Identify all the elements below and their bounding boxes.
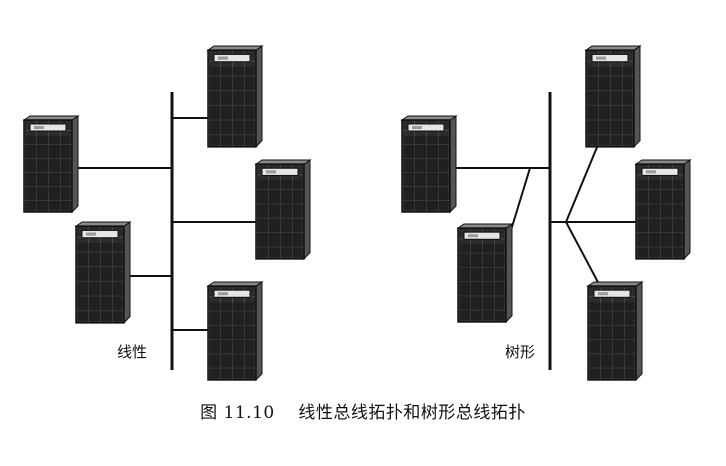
bus-link [565, 221, 601, 287]
diagram-label: 树形 [505, 343, 535, 361]
server-icon [23, 115, 79, 213]
server-icon [255, 159, 311, 260]
caption-text: 线性总线拓扑和树形总线拓扑 [298, 403, 526, 423]
tree-bus-diagram: 树形 [401, 45, 691, 381]
bus-link [565, 139, 601, 223]
caption-number: 图 11.10 [200, 403, 275, 423]
diagram-label: 线性 [117, 343, 147, 361]
caption-gap [275, 403, 299, 423]
server-icon [585, 45, 641, 148]
server-icon [457, 223, 513, 323]
server-icon [75, 221, 131, 324]
server-icon [587, 281, 643, 381]
server-icon [635, 159, 691, 260]
server-icon [207, 281, 263, 381]
server-icon [401, 115, 457, 213]
linear-bus-diagram: 线性 [23, 45, 311, 381]
server-icon [207, 45, 263, 148]
figure-caption: 图 11.10 线性总线拓扑和树形总线拓扑 [0, 398, 726, 423]
